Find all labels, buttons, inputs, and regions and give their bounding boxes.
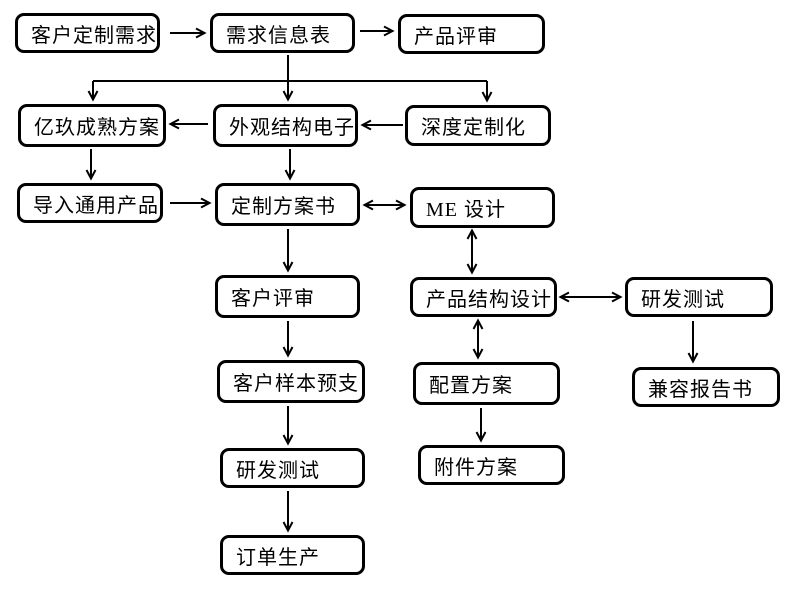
node-config-plan-label: 配置方案	[429, 375, 513, 397]
node-config-plan: 配置方案	[413, 362, 560, 405]
node-customer-sample: 客户样本预支	[217, 360, 365, 403]
node-order-production: 订单生产	[220, 535, 365, 575]
node-product-structure-label: 产品结构设计	[426, 288, 552, 311]
node-deep-customization-label: 深度定制化	[421, 117, 526, 139]
node-import-generic-label: 导入通用产品	[33, 194, 159, 217]
node-customer-sample-label: 客户样本预支	[233, 373, 359, 395]
node-rd-test-right: 研发测试	[625, 277, 773, 317]
node-compat-report: 兼容报告书	[632, 367, 780, 407]
node-customer-review-label: 客户评审	[231, 288, 315, 310]
node-deep-customization: 深度定制化	[405, 105, 551, 146]
node-compat-report-label: 兼容报告书	[648, 378, 753, 401]
node-product-structure: 产品结构设计	[410, 277, 557, 317]
node-attachment-plan-label: 附件方案	[434, 456, 518, 479]
node-import-generic: 导入通用产品	[17, 183, 163, 223]
node-attachment-plan: 附件方案	[418, 445, 565, 485]
node-rd-test-right-label: 研发测试	[641, 288, 725, 311]
node-me-design: ME 设计	[410, 187, 555, 228]
node-appearance-structure: 外观结构电子	[213, 104, 358, 147]
node-customer-review: 客户评审	[215, 275, 360, 318]
node-demand-info-label: 需求信息表	[226, 24, 331, 47]
node-appearance-structure-label: 外观结构电子	[229, 117, 355, 139]
node-product-review-label: 产品评审	[414, 25, 498, 48]
node-rd-test-left: 研发测试	[220, 448, 365, 488]
node-custom-plan-label: 定制方案书	[231, 196, 336, 218]
node-customer-demand-label: 客户定制需求	[31, 24, 157, 47]
node-demand-info: 需求信息表	[210, 13, 355, 53]
node-me-design-label: ME 设计	[426, 199, 506, 221]
node-custom-plan: 定制方案书	[215, 183, 360, 226]
node-order-production-label: 订单生产	[236, 546, 320, 569]
node-customer-demand: 客户定制需求	[15, 13, 160, 53]
node-yijiu-mature: 亿玖成熟方案	[18, 104, 166, 147]
node-rd-test-left-label: 研发测试	[236, 459, 320, 482]
node-yijiu-mature-label: 亿玖成熟方案	[34, 117, 160, 139]
node-product-review: 产品评审	[398, 14, 545, 54]
